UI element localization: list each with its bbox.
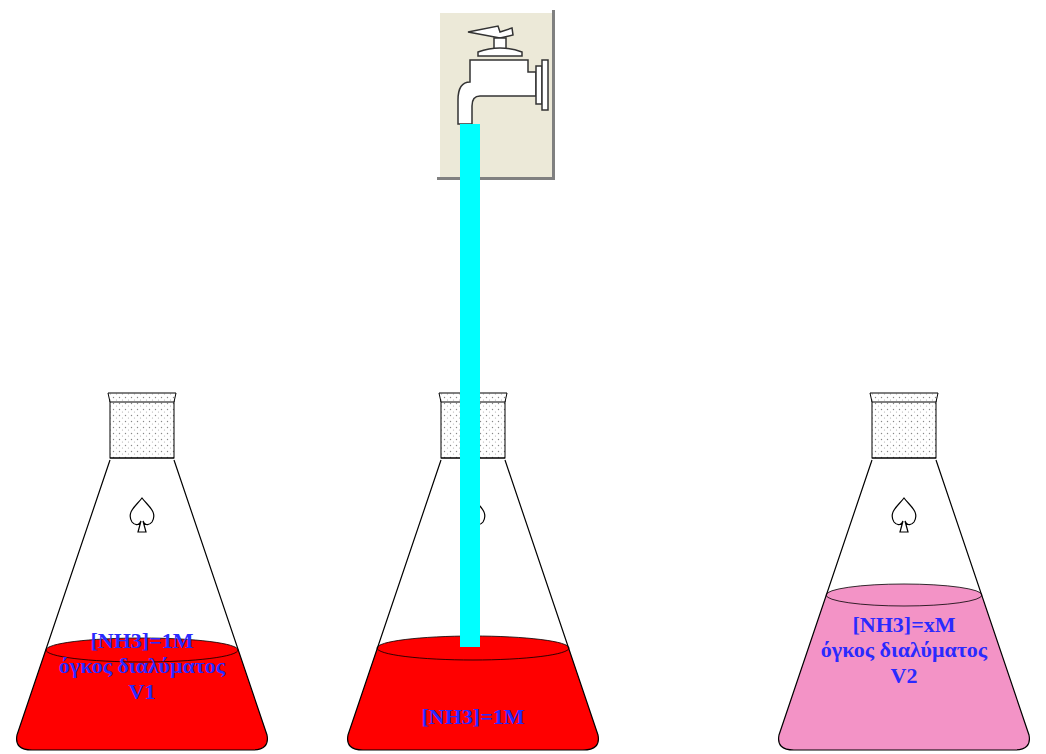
flask-label: V2: [817, 663, 992, 688]
flask-label: V1: [55, 679, 230, 704]
tap-icon: [437, 10, 555, 180]
flask-contents: [NH3]=1Mόγκος διαλύματοςV1: [55, 628, 230, 704]
flask-label: [NH3]=xM: [817, 612, 992, 637]
water-stream: [460, 124, 480, 647]
flask-label: όγκος διαλύματος: [55, 653, 230, 678]
flask-contents: [NH3]=xMόγκος διαλύματοςV2: [817, 612, 992, 688]
flask-label: [NH3]=1M: [418, 704, 529, 729]
flask-label: όγκος διαλύματος: [817, 637, 992, 662]
flask-contents: [NH3]=1M: [418, 704, 529, 729]
flask-label: [NH3]=1M: [55, 628, 230, 653]
